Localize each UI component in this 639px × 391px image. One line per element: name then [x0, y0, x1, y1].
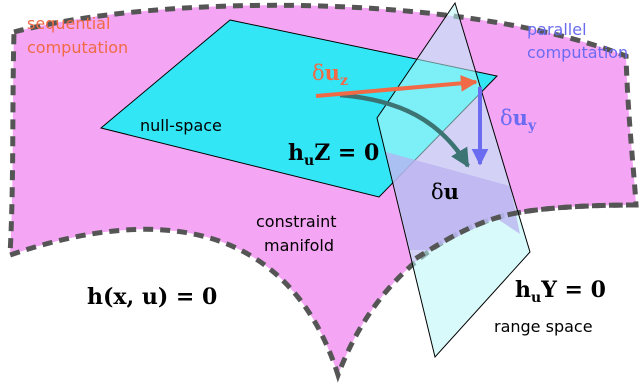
delta-uy-label: δuy [500, 105, 537, 134]
delta-u-label: δu [431, 179, 459, 204]
constraint-manifold-label-line2: manifold [264, 236, 334, 255]
delta-uz-var: u [325, 60, 340, 85]
constraint-equation: h(x, u) = 0 [87, 284, 217, 310]
huY-rest: Y = 0 [540, 277, 606, 303]
delta-u-prefix: δ [431, 180, 444, 204]
huZ-sub: u [304, 153, 314, 169]
range-space-label: range space [494, 317, 593, 336]
constraint-manifold-label-line1: constraint [256, 212, 337, 231]
manifold-border-front-segment [408, 202, 637, 265]
sequential-label-line2: computation [27, 38, 128, 57]
null-space-plane-edge [99, 19, 498, 198]
delta-uz-sub: z [340, 73, 348, 89]
huY-equation: huY = 0 [515, 277, 606, 306]
huZ-rest: Z = 0 [314, 140, 379, 166]
delta-u-var: u [444, 179, 459, 204]
parallel-label-line2: computation [527, 43, 628, 62]
delta-uy-sub: y [527, 118, 537, 134]
null-space-label: null-space [140, 116, 222, 135]
range-space-plane-edge [376, 1, 531, 359]
huZ-equation: huZ = 0 [288, 140, 379, 169]
huY-sub: u [531, 290, 541, 306]
parallel-label-line1: parallel [527, 20, 587, 39]
arrow-delta-uz [315, 74, 478, 98]
delta-uz-label: δuz [312, 60, 348, 89]
overlap-region [386, 152, 520, 250]
delta-uy-prefix: δ [500, 106, 513, 130]
huZ-h: h [288, 140, 304, 166]
arrow-delta-u [339, 92, 470, 168]
huY-h: h [515, 277, 531, 303]
delta-uz-prefix: δ [312, 61, 325, 85]
sequential-label-line1: sequential [27, 14, 110, 33]
delta-uy-var: u [513, 105, 528, 130]
